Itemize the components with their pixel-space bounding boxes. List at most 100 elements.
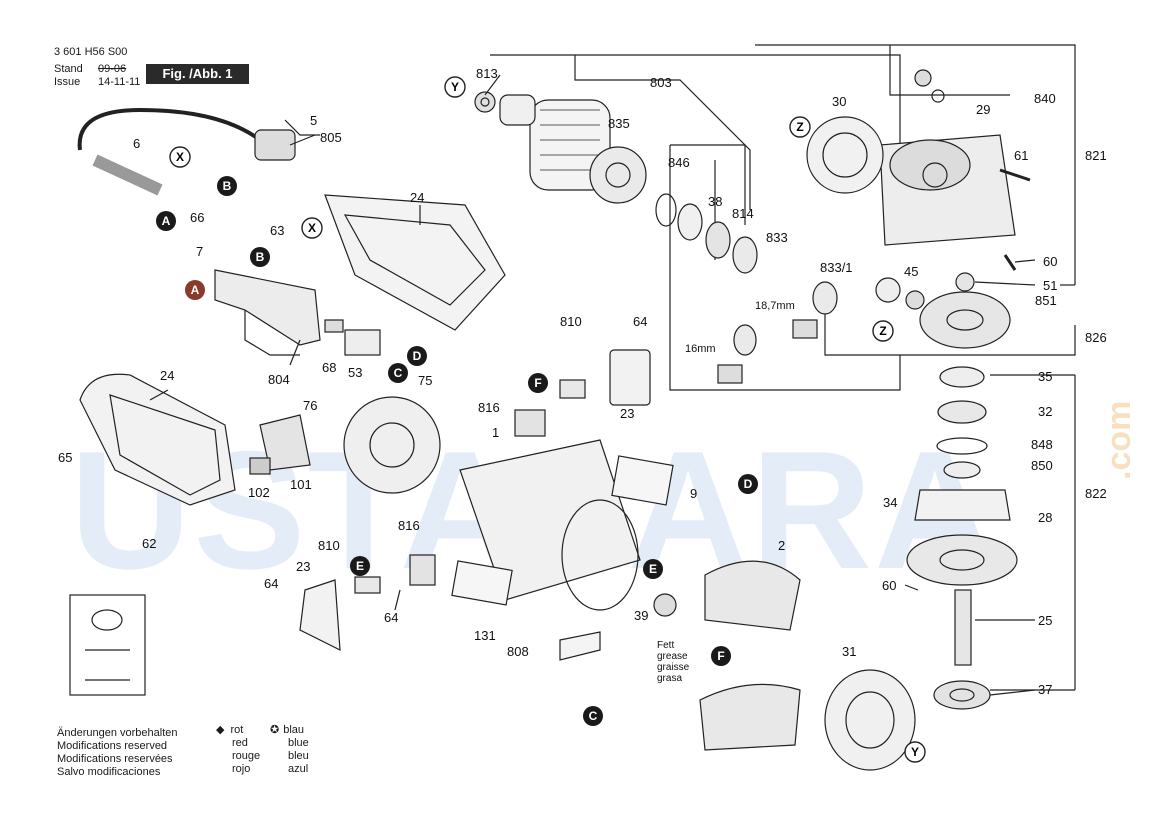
part-label: 24 bbox=[410, 190, 424, 205]
part-label: 51 bbox=[1043, 278, 1057, 293]
part-label: 7 bbox=[196, 244, 203, 259]
part-label: 31 bbox=[842, 644, 856, 659]
svg-text:F: F bbox=[534, 376, 541, 390]
part-label: 25 bbox=[1038, 613, 1052, 628]
part-label: 60 bbox=[882, 578, 896, 593]
marker-a-cable: A bbox=[156, 211, 176, 231]
part-label: 66 bbox=[190, 210, 204, 225]
grease-label: grasa bbox=[657, 673, 682, 684]
stand-label: Stand bbox=[54, 63, 83, 75]
svg-text:D: D bbox=[744, 477, 753, 491]
svg-text:Z: Z bbox=[796, 120, 803, 134]
legend-mods-en: Modifications reserved bbox=[57, 740, 168, 752]
red-diamond-icon: ◆ bbox=[216, 724, 225, 736]
marker-e-left: E bbox=[350, 556, 370, 576]
part-label: 38 bbox=[708, 194, 722, 209]
legend-red-de: rot bbox=[230, 724, 244, 736]
legend-mods-fr: Modifications reservées bbox=[57, 753, 173, 765]
part-label: 2 bbox=[778, 538, 785, 553]
figure-label: Fig. /Abb. 1 bbox=[146, 64, 249, 84]
part-label: 63 bbox=[270, 223, 284, 238]
svg-text:X: X bbox=[176, 150, 184, 164]
part-label: 816 bbox=[478, 400, 500, 415]
part-label: 810 bbox=[560, 314, 582, 329]
marker-e-right: E bbox=[643, 559, 663, 579]
part-label: 75 bbox=[418, 373, 432, 388]
legend-mods: Änderungen vorbehalten Modifications res… bbox=[57, 727, 177, 779]
part-label: 39 bbox=[634, 608, 648, 623]
part-label: 1 bbox=[492, 425, 499, 440]
svg-text:A: A bbox=[162, 214, 171, 228]
part-label: 29 bbox=[976, 102, 990, 117]
part-label: 846 bbox=[668, 155, 690, 170]
marker-d-handle: D bbox=[407, 346, 427, 366]
part-label: 23 bbox=[620, 406, 634, 421]
svg-text:D: D bbox=[413, 349, 422, 363]
part-label: 101 bbox=[290, 477, 312, 492]
part-label: 826 bbox=[1085, 330, 1107, 345]
svg-text:Y: Y bbox=[911, 745, 919, 759]
part-label: 805 bbox=[320, 130, 342, 145]
part-label: 840 bbox=[1034, 91, 1056, 106]
marker-z-mid: Z bbox=[872, 320, 894, 342]
legend-blue-fr: bleu bbox=[288, 750, 309, 762]
part-label: 131 bbox=[474, 628, 496, 643]
marker-c-bottom: C bbox=[583, 706, 603, 726]
svg-text:Z: Z bbox=[879, 324, 886, 338]
part-label: 9 bbox=[690, 486, 697, 501]
marker-z-top: Z bbox=[789, 116, 811, 138]
svg-text:B: B bbox=[256, 250, 265, 264]
part-label: 102 bbox=[248, 485, 270, 500]
part-label: 822 bbox=[1085, 486, 1107, 501]
grease-label: graisse bbox=[657, 662, 690, 673]
marker-b-switch: B bbox=[250, 247, 270, 267]
grease-label: grease bbox=[657, 651, 688, 662]
part-label: 6 bbox=[133, 136, 140, 151]
issue-label: Issue bbox=[54, 76, 81, 88]
part-label: 813 bbox=[476, 66, 498, 81]
part-label: 23 bbox=[296, 559, 310, 574]
marker-f-top: F bbox=[528, 373, 548, 393]
legend-red-es: rojo bbox=[232, 763, 251, 775]
part-label: 76 bbox=[303, 398, 317, 413]
marker-b-cable: B bbox=[217, 176, 237, 196]
part-label: 30 bbox=[832, 94, 846, 109]
part-label: 814 bbox=[732, 206, 754, 221]
legend-blue: ✪blau blue bleu azul bbox=[270, 724, 309, 776]
part-label: 61 bbox=[1014, 148, 1028, 163]
part-label: 28 bbox=[1038, 510, 1052, 525]
issue-date: 14-11-11 bbox=[98, 76, 141, 88]
legend-red-fr: rouge bbox=[232, 750, 261, 762]
part-label: 24 bbox=[160, 368, 174, 383]
svg-text:C: C bbox=[589, 709, 598, 723]
legend-mods-es: Salvo modificaciones bbox=[57, 766, 161, 778]
blue-star-icon: ✪ bbox=[270, 724, 280, 736]
part-label: 833 bbox=[766, 230, 788, 245]
dimension-label: 16mm bbox=[685, 343, 716, 355]
part-label: 816 bbox=[398, 518, 420, 533]
marker-c-handle: C bbox=[388, 363, 408, 383]
part-label: 62 bbox=[142, 536, 156, 551]
legend-blue-de: blau bbox=[283, 724, 305, 736]
grease-label: Fett bbox=[657, 640, 674, 651]
part-label: 808 bbox=[507, 644, 529, 659]
legend-mods-de: Änderungen vorbehalten bbox=[57, 727, 178, 739]
marker-x-housing: X bbox=[301, 217, 323, 239]
part-label: 68 bbox=[322, 360, 336, 375]
part-label: 53 bbox=[348, 365, 362, 380]
legend-blue-es: azul bbox=[288, 763, 309, 775]
part-label: 803 bbox=[650, 75, 672, 90]
part-label: 64 bbox=[264, 576, 278, 591]
legend-red-en: red bbox=[232, 737, 248, 749]
marker-x-cable: X bbox=[169, 146, 191, 168]
stand-date: 09-06 bbox=[98, 63, 127, 75]
part-label: 35 bbox=[1038, 369, 1052, 384]
part-label: 60 bbox=[1043, 254, 1057, 269]
part-label: 804 bbox=[268, 372, 290, 387]
dimension-label: 18,7mm bbox=[755, 300, 795, 312]
svg-text:Y: Y bbox=[451, 80, 459, 94]
marker-f-bottom: F bbox=[711, 646, 731, 666]
legend-blue-en: blue bbox=[288, 737, 309, 749]
part-label: 34 bbox=[883, 495, 897, 510]
